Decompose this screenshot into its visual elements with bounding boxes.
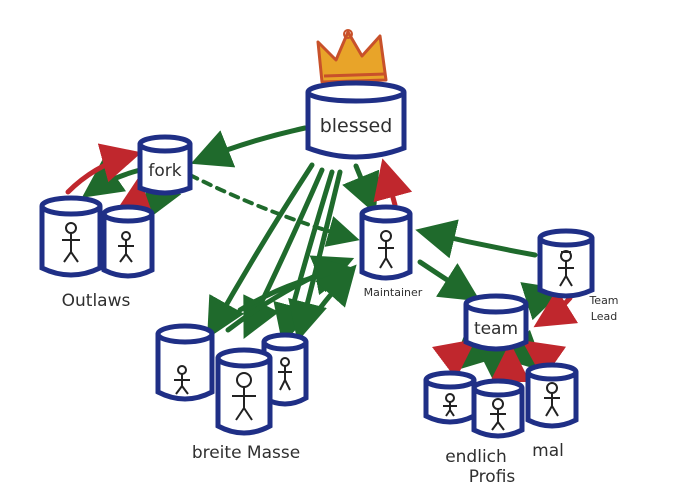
arrow-maintainer-to-team — [417, 259, 481, 302]
arrow-blessed-to-fork — [190, 125, 308, 168]
repo-fork — [137, 134, 193, 196]
crown-icon — [316, 29, 388, 84]
repo-masse-left — [155, 323, 215, 402]
repo-blessed — [305, 80, 407, 160]
person-icon — [558, 250, 574, 287]
label-team-lead-line1: Team — [588, 294, 618, 307]
arrow-teamlead-to-team — [533, 289, 579, 328]
arrow-blessed-to-maintainer — [342, 163, 380, 215]
label-team-lead-line2: Lead — [591, 310, 617, 323]
person-icon — [278, 357, 292, 391]
arrow-fork-to-maintainer-dashed — [188, 173, 360, 247]
person-icon — [378, 230, 394, 269]
person-icon — [174, 365, 190, 395]
arrow-fork-to-outlaw-left — [81, 158, 143, 198]
label-profis: Profis — [469, 467, 516, 487]
repo-team — [463, 293, 529, 352]
person-icon — [118, 231, 134, 263]
label-outlaws: Outlaws — [62, 291, 131, 311]
label-profis-mal: mal — [532, 441, 564, 461]
arrows — [65, 125, 579, 388]
arrow-masse-to-maintainer-3 — [297, 264, 357, 338]
node-label-team: team — [474, 319, 518, 339]
label-breite-masse: breite Masse — [192, 443, 300, 463]
person-icon — [443, 393, 457, 417]
arrow-blessed-to-masse-4 — [288, 169, 343, 342]
repo-outlaw-right — [101, 204, 155, 279]
repo-profi-left — [423, 370, 477, 425]
arrow-outlaw-left-to-fork — [65, 143, 142, 195]
label-maintainer: Maintainer — [364, 286, 423, 299]
arrow-blessed-to-masse-1 — [207, 162, 315, 339]
person-icon — [544, 382, 560, 417]
arrow-profi-right-to-team — [521, 340, 567, 380]
label-profis-endlich: endlich — [445, 447, 507, 467]
node-label-blessed: blessed — [320, 115, 393, 137]
stick-figures — [62, 222, 574, 431]
arrow-maintainer-to-blessed — [373, 158, 413, 208]
person-icon — [62, 222, 80, 263]
arrow-teamlead-to-maintainer — [415, 219, 538, 259]
person-icon — [490, 398, 506, 431]
node-label-fork: fork — [148, 161, 181, 181]
person-icon — [232, 372, 256, 421]
arrow-profi-left-to-team — [432, 339, 476, 379]
